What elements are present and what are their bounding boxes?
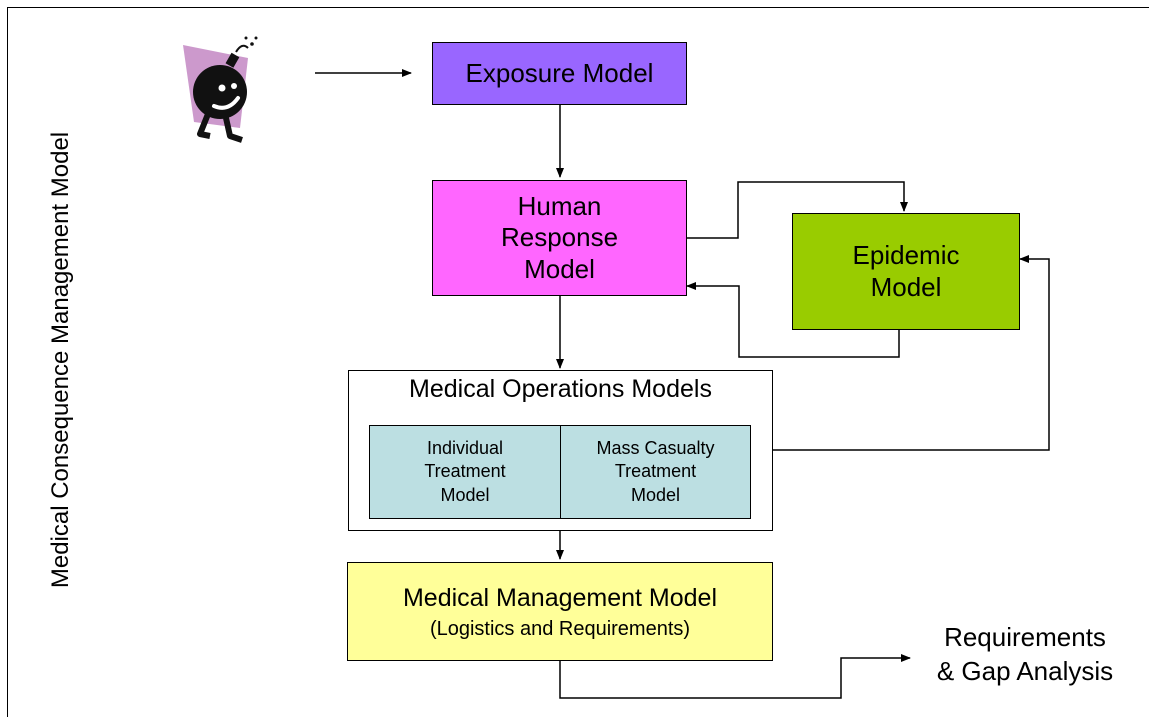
requirements-gap-analysis-label: Requirements & Gap Analysis <box>905 621 1145 689</box>
diagram-frame <box>7 7 1149 717</box>
individual-line-3: Model <box>440 484 490 505</box>
mass-casualty-line-1: Mass Casualty <box>596 437 715 458</box>
individual-line-2: Treatment <box>424 461 506 482</box>
bomb-icon <box>183 36 258 143</box>
epidemic-line-2: Model <box>870 271 942 302</box>
mass-casualty-line-2: Treatment <box>614 461 697 482</box>
individual-treatment-model-box: Individual Treatment Model <box>369 425 561 519</box>
individual-line-1: Individual <box>426 437 504 458</box>
arrow-epidemic-to-human <box>686 282 900 358</box>
human-response-line-2: Response <box>500 222 619 253</box>
human-response-line-1: Human <box>517 191 602 222</box>
side-title: Medical Consequence Management Model <box>47 131 74 589</box>
requirements-line-1: Requirements <box>944 622 1106 652</box>
human-response-line-3: Model <box>524 253 595 284</box>
arrow-operations-to-epidemic <box>773 255 1050 451</box>
medical-management-line-2: (Logistics and Requirements) <box>429 617 691 640</box>
epidemic-line-1: Epidemic <box>852 240 960 271</box>
medical-operations-title: Medical Operations Models <box>409 375 712 403</box>
arrow-human-to-epidemic <box>686 181 908 239</box>
arrow-management-to-requirements <box>559 654 911 699</box>
mass-casualty-line-3: Model <box>630 484 681 505</box>
medical-management-model-box: Medical Management Model (Logistics and … <box>347 562 773 661</box>
exposure-model-label: Exposure Model <box>465 57 654 88</box>
mass-casualty-treatment-model-box: Mass Casualty Treatment Model <box>560 425 751 519</box>
exposure-model-box: Exposure Model <box>432 42 687 105</box>
medical-management-line-1: Medical Management Model <box>402 583 718 612</box>
epidemic-model-box: Epidemic Model <box>792 213 1020 330</box>
requirements-line-2: & Gap Analysis <box>936 655 1114 686</box>
human-response-model-box: Human Response Model <box>432 180 687 296</box>
